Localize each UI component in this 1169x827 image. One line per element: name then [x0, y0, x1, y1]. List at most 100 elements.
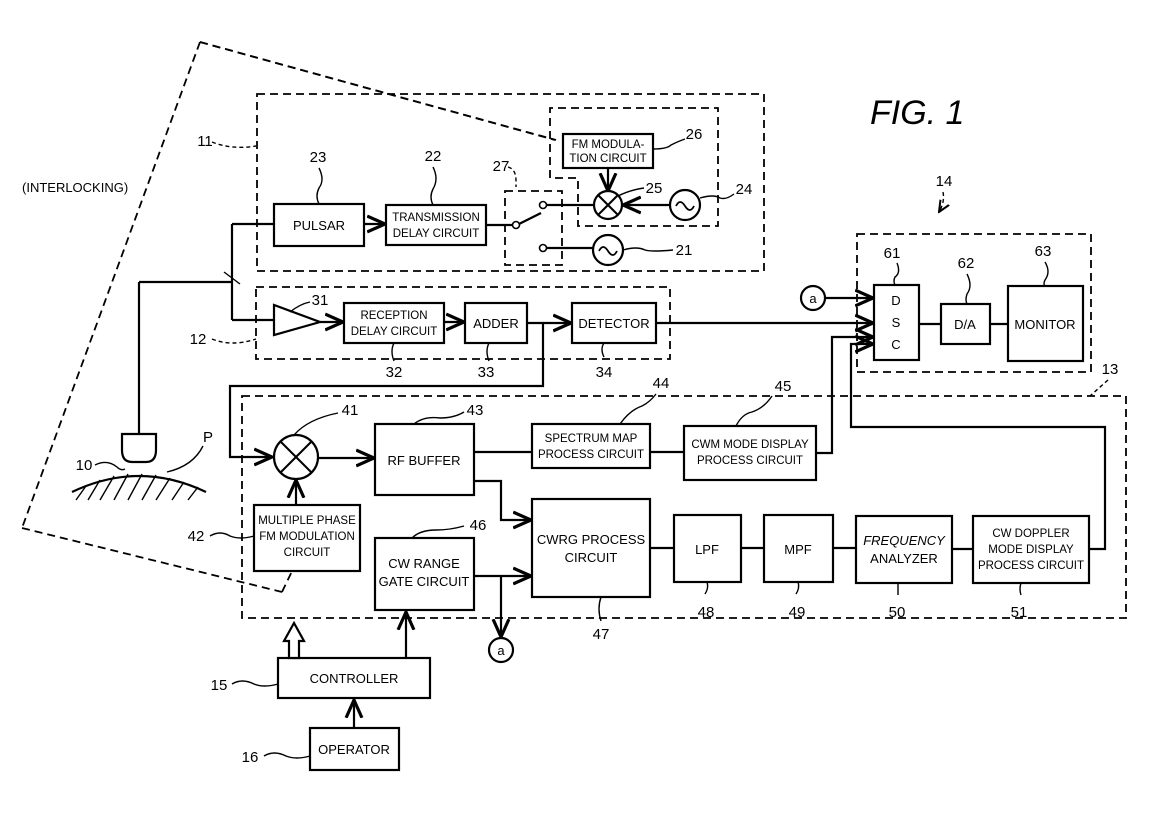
- connector-a-out: a: [489, 638, 513, 662]
- tx-delay-label-2: DELAY CIRCUIT: [393, 228, 479, 240]
- multi-fm-ref: 42: [188, 528, 205, 545]
- rx-delay-label-2: DELAY CIRCUIT: [351, 326, 437, 338]
- multi-fm-label-2: FM MODULATION: [259, 531, 355, 543]
- freq-ref: 50: [889, 604, 906, 621]
- multi-fm-label-3: CIRCUIT: [284, 547, 331, 559]
- cwm-to-dsc: [816, 337, 873, 453]
- dsc-ref: 61: [884, 245, 901, 262]
- patient-label: P: [203, 429, 213, 446]
- spectrum-label-2: PROCESS CIRCUIT: [538, 449, 644, 461]
- leader: [210, 533, 254, 538]
- tx-delay-label-1: TRANSMISSION: [392, 212, 480, 224]
- leader: [212, 339, 256, 343]
- leader: [700, 194, 734, 199]
- figure-title: FIG. 1: [870, 94, 964, 132]
- leader: [796, 582, 799, 594]
- leader: [95, 462, 125, 469]
- dsc-label-3: C: [891, 337, 900, 352]
- operator-ref: 16: [242, 749, 259, 766]
- cwm-label-1: CWM MODE DISPLAY: [691, 439, 809, 451]
- frequency-analyzer-block: [856, 516, 952, 583]
- pulsar-ref: 23: [310, 149, 327, 166]
- fm-mod-label-2: TION CIRCUIT: [569, 153, 646, 165]
- oscillator-21: [593, 235, 623, 265]
- controller-ref: 15: [211, 677, 228, 694]
- leader: [1020, 583, 1021, 595]
- leader: [653, 139, 685, 149]
- leader: [412, 526, 464, 538]
- rf-buffer-ref: 43: [467, 402, 484, 419]
- pulsar-label: PULSAR: [293, 218, 345, 233]
- amplifier-31: [274, 305, 320, 335]
- spectrum-map-block: [532, 424, 650, 468]
- spectrum-ref: 44: [653, 375, 670, 392]
- lpf-label: LPF: [695, 542, 719, 557]
- group-tx-ref: 11: [197, 133, 213, 150]
- mpf-label: MPF: [784, 542, 812, 557]
- group-cw-ref: 13: [1102, 361, 1119, 378]
- group-rx-ref: 12: [190, 331, 207, 348]
- cwrg-label-1: CWRG PROCESS: [537, 532, 646, 547]
- cwm-ref: 45: [775, 378, 792, 395]
- switch-arm[interactable]: [519, 213, 541, 224]
- probe-ref: 10: [76, 457, 93, 474]
- osc21-ref: 21: [676, 242, 693, 259]
- leader: [232, 681, 278, 686]
- interlocking-line-top: [200, 42, 556, 140]
- detector-label: DETECTOR: [578, 316, 649, 331]
- mixer-41: [274, 435, 318, 479]
- leader: [894, 263, 899, 285]
- controller-label: CONTROLLER: [310, 671, 399, 686]
- interlocking-line-left: [22, 42, 200, 528]
- group-display-ref: 14: [936, 173, 953, 190]
- dsc-label-2: S: [892, 315, 901, 330]
- leader: [294, 413, 338, 435]
- leader: [620, 394, 656, 424]
- cw-doppler-ref: 51: [1011, 604, 1028, 621]
- cwrg-process-block: [532, 499, 650, 597]
- cwrg-label-2: CIRCUIT: [565, 550, 618, 565]
- leader: [1090, 380, 1108, 396]
- freq-label-1: FREQUENCY: [863, 533, 946, 548]
- fm-mod-label-1: FM MODULA-: [572, 139, 645, 151]
- lpf-ref: 48: [698, 604, 715, 621]
- detector-ref: 34: [596, 364, 613, 381]
- multi-fm-label-1: MULTIPLE PHASE: [258, 515, 356, 527]
- leader: [623, 248, 673, 251]
- da-ref: 62: [958, 255, 975, 272]
- leader: [264, 753, 310, 758]
- osc24-ref: 24: [736, 181, 753, 198]
- cwm-label-2: PROCESS CIRCUIT: [697, 455, 803, 467]
- controller-bus-arrow: [284, 623, 304, 658]
- amp-ref: 31: [312, 292, 329, 309]
- leader: [705, 582, 708, 594]
- cw-doppler-label-3: PROCESS CIRCUIT: [978, 560, 1084, 572]
- mixer-25: [594, 191, 622, 219]
- monitor-ref: 63: [1035, 243, 1052, 260]
- leader: [431, 167, 436, 205]
- patient-hatching: [76, 474, 198, 500]
- interlocking-note: (INTERLOCKING): [22, 180, 128, 195]
- cw-range-label-2: GATE CIRCUIT: [379, 574, 470, 589]
- mpf-ref: 49: [789, 604, 806, 621]
- switch-ref: 27: [493, 158, 510, 175]
- svg-text:a: a: [809, 291, 817, 306]
- cw-range-ref: 46: [470, 517, 487, 534]
- switch-common-contact: [513, 222, 520, 229]
- leader: [392, 343, 394, 361]
- mixer25-ref: 25: [646, 180, 663, 197]
- cw-range-label-1: CW RANGE: [388, 556, 460, 571]
- connector-a-in: a: [801, 286, 825, 310]
- leader: [939, 192, 944, 212]
- adder-ref: 33: [478, 364, 495, 381]
- switch-contact-cw: [540, 245, 547, 252]
- mixer41-ref: 41: [342, 402, 359, 419]
- switch-contact-fm: [540, 202, 547, 209]
- leader: [602, 343, 604, 357]
- leader: [736, 396, 772, 426]
- monitor-label: MONITOR: [1014, 317, 1075, 332]
- leader: [167, 446, 203, 472]
- adder-label: ADDER: [473, 316, 519, 331]
- dsc-label-1: D: [891, 293, 900, 308]
